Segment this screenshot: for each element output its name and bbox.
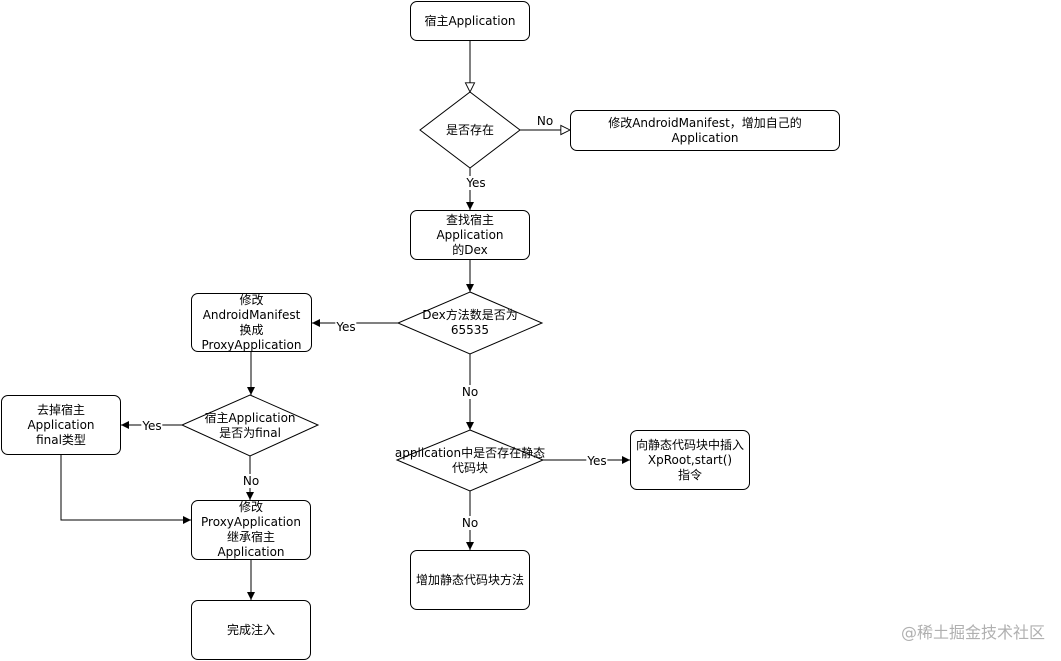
edge-remove-to-modify [60, 455, 191, 524]
host-application-node: 宿主Application [410, 1, 530, 41]
edge-label-yes-static: Yes [586, 454, 608, 468]
edge-label-no-exists: No [535, 114, 555, 128]
remove-final-node: 去掉宿主Application final类型 [1, 395, 121, 455]
edge-label-no-final: No [241, 474, 261, 488]
modify-proxy-node: 修改ProxyApplication 继承宿主Application [191, 500, 311, 560]
insert-code-node: 向静态代码块中插入 XpRoot,start() 指令 [630, 430, 750, 490]
find-dex-node: 查找宿主Application 的Dex [410, 210, 530, 260]
dex-methods-decision-label: Dex方法数是否为 65535 [422, 308, 518, 337]
is-final-decision-label: 宿主Application 是否为final [204, 410, 296, 440]
done-node: 完成注入 [191, 600, 311, 660]
watermark: @稀土掘金技术社区 [900, 623, 1045, 642]
edge-label-no-dex: No [460, 385, 480, 399]
has-static-decision-label: application中是否存在静态 代码块 [394, 445, 546, 475]
exists-decision-label: 是否存在 [445, 122, 494, 137]
modify-manifest-add-node: 修改AndroidManifest，增加自己的Application [570, 110, 840, 151]
add-static-node: 增加静态代码块方法 [410, 550, 530, 610]
edge-label-yes-dex: Yes [335, 320, 357, 334]
edge-label-no-static: No [460, 516, 480, 530]
edge-label-yes-final: Yes [141, 419, 163, 433]
edge-label-yes-exists: Yes [465, 176, 487, 190]
modify-manifest-proxy-node: 修改AndroidManifest 换成ProxyApplication [191, 293, 312, 352]
